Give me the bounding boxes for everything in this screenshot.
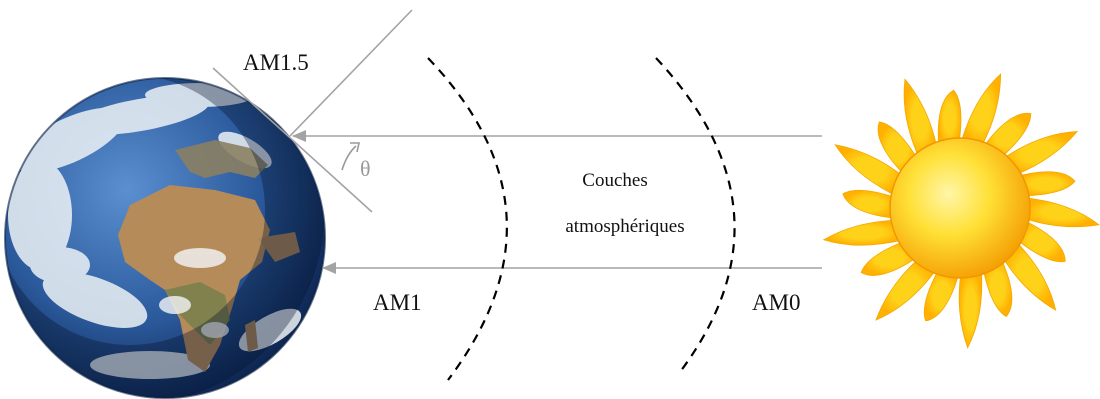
sun-ray xyxy=(923,268,960,322)
sun-core xyxy=(889,137,1031,279)
label-layers-line2: atmosphériques xyxy=(565,216,684,237)
sun-ray xyxy=(875,257,938,321)
sun-ray xyxy=(1016,219,1066,263)
label-am0: AM0 xyxy=(752,290,801,315)
atmosphere-arc-inner xyxy=(427,57,508,381)
am15-ray-line xyxy=(289,9,413,137)
sun-ray xyxy=(1016,171,1076,197)
sun-ray xyxy=(982,257,1013,318)
angle-arc xyxy=(341,145,357,171)
angle-arrow-icon xyxy=(350,142,360,153)
sun-icon xyxy=(822,73,1100,349)
label-theta: θ xyxy=(360,156,371,181)
atmosphere-arc-outer xyxy=(655,57,736,373)
sun-ray xyxy=(937,89,962,148)
sun-ray xyxy=(1002,240,1057,311)
sun-ray xyxy=(834,144,904,197)
sun-ray xyxy=(1001,131,1079,176)
sun-ray xyxy=(1023,197,1100,228)
sun-ray xyxy=(822,219,904,246)
earth-globe-icon xyxy=(4,77,326,399)
sun-ray xyxy=(960,73,1002,148)
sun-ray xyxy=(842,189,897,219)
label-am1: AM1 xyxy=(373,290,422,315)
sun-ray xyxy=(903,78,938,159)
sun-ray xyxy=(982,112,1032,159)
sun-ray xyxy=(958,268,983,349)
label-am15: AM1.5 xyxy=(243,50,309,75)
label-layers-line1: Couches xyxy=(582,170,647,191)
